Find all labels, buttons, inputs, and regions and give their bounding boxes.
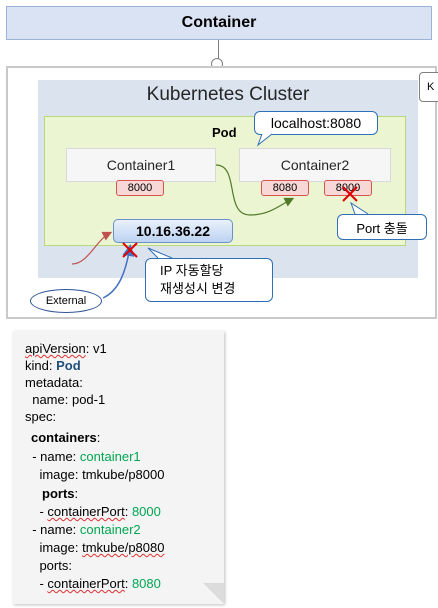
external-arrow: [102, 244, 135, 299]
container2-box: Container2: [239, 148, 391, 182]
yaml-c2-port-val: 8080: [131, 576, 161, 591]
yaml-c1-port-prefix: -: [25, 504, 48, 519]
yaml-line-containers: containers:: [31, 430, 100, 446]
yaml-line-name: name: pod-1: [25, 392, 106, 407]
yaml-containers-key: containers: [31, 430, 97, 445]
localhost-callout: localhost:8080: [254, 111, 378, 135]
connector-line: [218, 40, 219, 62]
yaml-c2-name: container2: [79, 522, 141, 537]
yaml-c2-image-val: tmkube/p8080: [82, 540, 165, 555]
yaml-kind-val: Pod: [56, 358, 81, 373]
inbound-arrow: [71, 231, 113, 265]
yaml-note: apiVersion: v1 kind: Pod metadata: name:…: [13, 331, 224, 604]
yaml-line-apiversion: apiVersion: v1: [25, 341, 107, 357]
yaml-line-spec: spec:: [25, 409, 57, 424]
pod-ip-label: 10.16.36.22: [136, 223, 210, 239]
pod-ip-box: 10.16.36.22: [113, 219, 233, 243]
section-header: Container: [6, 6, 432, 40]
corner-callout: K: [419, 72, 438, 102]
container2-label: Container2: [280, 157, 350, 173]
yaml-line-c2-ports: ports:: [25, 558, 72, 573]
yaml-line-kind: kind: Pod: [25, 358, 81, 374]
yaml-line-c2-port: - containerPort: 8080: [25, 576, 161, 592]
pod-title: Pod: [212, 125, 237, 140]
localhost-label: localhost:8080: [270, 115, 362, 131]
yaml-line-c1-name: - name: container1: [25, 449, 141, 465]
ip-change-x-mark: [122, 242, 138, 258]
external-client: External: [30, 289, 102, 313]
port-conflict-x-mark: [342, 186, 358, 202]
yaml-c2-prefix: - name:: [25, 522, 80, 537]
yaml-kind-key: kind:: [25, 358, 57, 373]
yaml-c2-port-prefix: -: [25, 576, 48, 591]
external-label: External: [45, 295, 87, 307]
yaml-api-key: apiVersion: [25, 341, 86, 356]
yaml-c1-ports-colon: :: [74, 486, 79, 501]
cluster-title: Kubernetes Cluster: [146, 84, 310, 105]
yaml-containers-colon: :: [96, 430, 101, 445]
header-title: Container: [181, 14, 257, 31]
yaml-line-c2-name: - name: container2: [25, 522, 141, 538]
yaml-line-c1-port: - containerPort: 8000: [25, 504, 161, 520]
container1-label: Container1: [106, 157, 176, 173]
yaml-c1-name: container1: [79, 449, 141, 464]
yaml-note-fold: [203, 583, 224, 604]
yaml-c1-ports-key: ports: [42, 486, 75, 501]
ip-note-line1: IP 자동할당: [160, 263, 224, 278]
container2-port-8080: 8080: [261, 180, 309, 196]
conflict-callout-tail: [350, 201, 369, 215]
yaml-line-c1-ports: ports:: [42, 486, 78, 502]
yaml-c1-port-key: containerPort: [47, 504, 125, 519]
ip-note-callout-tail: [147, 247, 173, 259]
yaml-c1-prefix: - name:: [25, 449, 80, 464]
yaml-c1-port-val: 8000: [131, 504, 161, 519]
yaml-c2-port-key: containerPort: [47, 576, 125, 591]
ip-note-callout: IP 자동할당 재생성시 변경: [145, 258, 273, 302]
ip-note-line2: 재생성시 변경: [160, 281, 236, 296]
yaml-c2-image-prefix: image:: [25, 540, 83, 555]
yaml-line-metadata: metadata:: [25, 375, 83, 390]
yaml-c2-port-colon: :: [124, 576, 132, 591]
container1-port: 8000: [116, 180, 164, 196]
container1-port-label: 8000: [127, 182, 153, 194]
localhost-callout-tail: [256, 133, 273, 147]
yaml-line-c2-image: image: tmkube/p8080: [25, 540, 164, 556]
container2-port-8080-label: 8080: [272, 182, 298, 194]
port-conflict-callout: Port 충돌: [337, 214, 427, 240]
yaml-api-val: : v1: [85, 341, 107, 356]
internal-arrow: [215, 164, 295, 216]
port-conflict-label: Port 충돌: [356, 220, 408, 236]
yaml-c1-port-colon: :: [124, 504, 132, 519]
corner-callout-text: K: [427, 81, 435, 93]
container1-box: Container1: [66, 148, 216, 182]
yaml-line-c1-image: image: tmkube/p8000: [25, 467, 165, 482]
